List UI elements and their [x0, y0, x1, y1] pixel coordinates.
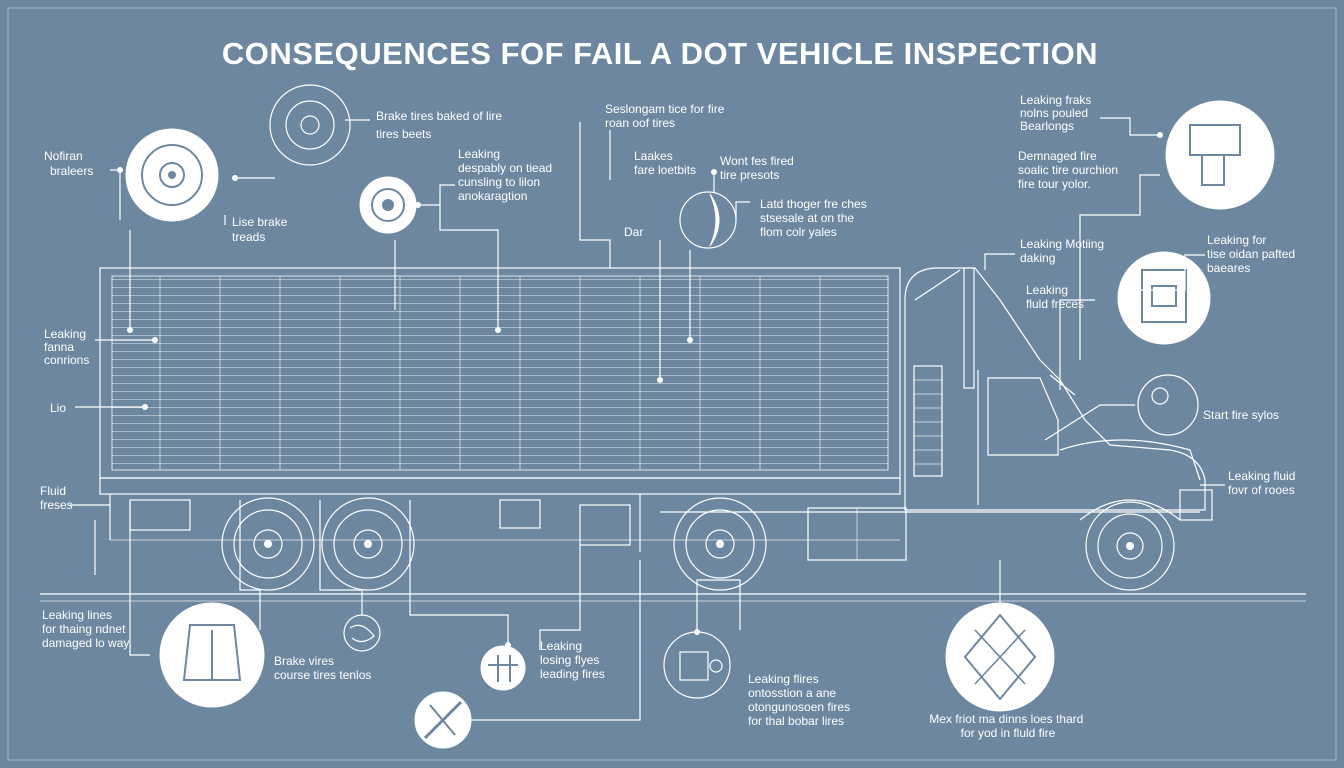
truck-wheels	[673, 497, 1181, 591]
tire-detail-circle	[359, 176, 417, 234]
leader-lines	[70, 117, 1225, 721]
label-mexfriot: Mex friot ma dinns loes thard for yod in…	[929, 712, 1086, 740]
label-lise-brake: Lise brake treads	[232, 215, 291, 244]
brake-drum-detail-circle	[125, 128, 219, 222]
label-leaking-despably: Leaking despably on tiead cunsling to li…	[458, 147, 555, 203]
engine-detail-circle	[945, 602, 1055, 712]
seat-detail-circle	[159, 602, 265, 708]
label-fluid-freses: Fluid freses	[40, 484, 73, 512]
label-leaking-motiing: Leaking Motiing daking	[1020, 237, 1107, 265]
label-latd-thoger: Latd thoger fre ches stsesale at on the …	[760, 197, 870, 239]
label-leaking-fenna: Leaking fanna conrions	[44, 327, 89, 367]
gauge-detail-circle	[663, 631, 731, 699]
part-detail-circle	[1117, 251, 1211, 345]
moon-detail-circle	[679, 191, 737, 249]
outer-frame	[7, 7, 1337, 761]
hose-detail-circle	[343, 614, 381, 652]
label-brake-tires-baked: Brake tires baked of lire tires beets	[376, 109, 505, 141]
trailer-wheels	[221, 497, 415, 591]
tool-detail-circle	[414, 691, 472, 749]
label-leaking-lines: Leaking lines for thaing ndnet damaged l…	[42, 608, 132, 650]
lamp-detail-circle	[1137, 374, 1199, 436]
label-seslongam: Seslongam tice for fire roan oof tires	[605, 102, 728, 130]
label-leaking-fraks: Leaking fraks nolns pouled Bearlongs	[1020, 93, 1095, 133]
label-leaking-fluid-right: Leaking fluid fovr of rooes	[1228, 469, 1299, 497]
label-demnaged: Demnaged fire soalic tire ourchion fire …	[1018, 149, 1121, 191]
brake-rotor-detail-circle	[269, 84, 351, 166]
label-dar: Dar	[624, 225, 643, 239]
label-nofiran: Nofiran braleers	[44, 149, 93, 178]
label-lio: Lio	[50, 401, 66, 415]
label-wont-fes: Wont fes fired tire presots	[720, 154, 797, 182]
label-leaking-fluid-freces: Leaking fluld freces	[1026, 283, 1084, 311]
label-leaking-flires: Leaking flires ontosstion a ane otonguno…	[748, 672, 853, 728]
page-title: CONSEQUENCES FOF FAIL A DOT VEHICLE INSP…	[222, 36, 1098, 71]
label-leaking-for: Leaking for tise oidan pafted baeares	[1207, 233, 1298, 275]
truck-cab	[660, 267, 1213, 561]
label-start-fire: Start fire sylos	[1203, 408, 1279, 422]
trailer	[99, 267, 901, 552]
pipe-detail-circle	[480, 645, 526, 691]
bearing-detail-circle	[1165, 100, 1275, 210]
label-laakes: Laakes fare loetbits	[634, 149, 696, 177]
label-leaking-flyes: Leaking losing flyes leading fires	[540, 639, 605, 681]
label-brake-vires: Brake vires course tires tenlos	[274, 654, 371, 682]
